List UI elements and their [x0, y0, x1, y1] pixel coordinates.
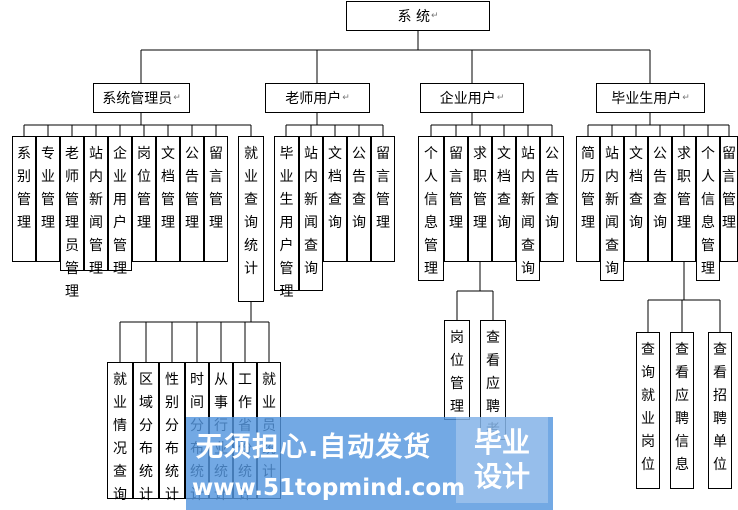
node-stats-item-label: 性别分布统计: [165, 372, 179, 503]
node-admin-item: 岗位管理: [132, 136, 156, 262]
node-enterprise-item: 文档查询: [492, 136, 516, 262]
node-teacher-item-label: 文档查询: [328, 146, 342, 231]
node-enterprise-user-label: 企业用户: [439, 91, 496, 107]
node-graduate-item-label: 站内新闻查询: [605, 146, 619, 277]
node-stats-item: 就业情况查询: [107, 362, 133, 503]
node-apply-item: 查看应聘信息: [670, 332, 694, 489]
node-admin-item-label: 企业用户管理: [113, 146, 127, 277]
node-admin-item: 文档管理: [156, 136, 180, 262]
node-stats-item-label: 区域分布统计: [139, 372, 153, 503]
watermark-logo: 毕业 设计: [456, 417, 548, 503]
node-stats-item: 性别分布统计: [159, 362, 185, 503]
node-enterprise-item: 公告查询: [540, 136, 564, 262]
node-teacher-item-label: 公告查询: [352, 146, 366, 231]
node-admin-item: 站内新闻管理: [84, 136, 108, 277]
watermark-logo-bottom: 设计: [473, 460, 530, 493]
node-apply-item-label: 查看应聘信息: [675, 342, 689, 473]
node-employment-stats: 就业查询统计: [238, 136, 264, 302]
node-teacher-user: 老师用户↵: [265, 83, 370, 113]
watermark-banner: 无须担心.自动发货 www.51topmind.com 毕业 设计: [186, 417, 553, 510]
watermark-logo-top: 毕业: [473, 426, 530, 459]
node-teacher-item: 毕业生用户管理: [274, 136, 299, 300]
node-admin-item-label: 留言管理: [209, 146, 223, 231]
node-admin-item: 留言管理: [204, 136, 228, 262]
node-graduate-item: 公告查询: [648, 136, 672, 262]
node-graduate-item: 简历管理: [576, 136, 600, 262]
node-graduate-item-label: 公告查询: [653, 146, 667, 231]
node-apply-item: 查看招聘单位: [708, 332, 732, 489]
node-stats-item: 区域分布统计: [133, 362, 159, 503]
watermark-url: www.51topmind.com: [192, 475, 466, 501]
node-graduate-item: 个人信息管理: [696, 136, 720, 281]
node-teacher-item: 留言管理: [371, 136, 395, 262]
node-apply-item-label: 查看招聘单位: [713, 342, 727, 473]
node-enterprise-user: 企业用户↵: [420, 83, 524, 113]
node-admin-item: 系别管理: [12, 136, 36, 262]
node-teacher-item-label: 毕业生用户管理: [279, 146, 294, 300]
node-root: 系 统↵: [346, 1, 490, 31]
node-graduate-item: 站内新闻查询: [600, 136, 624, 281]
watermark-slogan: 无须担心.自动发货: [196, 432, 432, 463]
node-teacher-item: 站内新闻查询: [299, 136, 323, 291]
node-admin-item-label: 专业管理: [41, 146, 55, 231]
node-root-label: 系 统: [397, 9, 430, 25]
node-admin-item: 老师管理员管理: [60, 136, 84, 300]
node-teacher-item-label: 站内新闻查询: [304, 146, 318, 277]
node-job-management-label: 求职管理: [473, 146, 487, 231]
node-job-item: 岗位管理: [444, 320, 470, 420]
node-teacher-item: 文档查询: [323, 136, 347, 262]
node-apply-item: 查询就业岗位: [636, 332, 660, 489]
node-job-item-label: 岗位管理: [450, 330, 464, 415]
node-admin-item: 公告管理: [180, 136, 204, 262]
node-enterprise-item-label: 文档查询: [497, 146, 511, 231]
node-admin-item: 企业用户管理: [108, 136, 132, 277]
node-admin-item-label: 站内新闻管理: [89, 146, 103, 277]
node-admin-item-label: 公告管理: [185, 146, 199, 231]
node-graduate-item-label: 个人信息管理: [701, 146, 715, 277]
node-employment-stats-label: 就业查询统计: [244, 146, 258, 277]
node-graduate-item-label: 文档查询: [629, 146, 643, 231]
node-admin-item-label: 文档管理: [161, 146, 175, 231]
node-stats-item-label: 就业情况查询: [113, 372, 127, 503]
node-admin-item-label: 系别管理: [17, 146, 31, 231]
node-graduate-item-label: 留言管理: [722, 146, 736, 231]
node-graduate-user: 毕业生用户↵: [596, 83, 705, 113]
node-enterprise-item: 留言管理: [444, 136, 468, 262]
node-enterprise-item: 个人信息管理: [418, 136, 444, 281]
node-graduate-user-label: 毕业生用户: [611, 91, 682, 107]
node-graduate-item-label: 简历管理: [581, 146, 595, 231]
node-teacher-user-label: 老师用户: [285, 91, 342, 107]
node-job-management: 求职管理: [468, 136, 492, 262]
node-enterprise-item-label: 个人信息管理: [424, 146, 438, 277]
node-graduate-item: 留言管理: [720, 136, 738, 262]
node-system-admin-label: 系统管理员: [102, 91, 173, 107]
node-teacher-item: 公告查询: [347, 136, 371, 262]
node-admin-item: 专业管理: [36, 136, 60, 262]
node-system-admin: 系统管理员↵: [93, 83, 190, 113]
node-enterprise-item-label: 留言管理: [449, 146, 463, 231]
node-apply-management-label: 求职管理: [677, 146, 691, 231]
node-enterprise-item: 站内新闻查询: [516, 136, 540, 281]
node-enterprise-item-label: 公告查询: [545, 146, 559, 231]
node-apply-item-label: 查询就业岗位: [641, 342, 655, 473]
node-enterprise-item-label: 站内新闻查询: [521, 146, 535, 277]
node-admin-item-label: 岗位管理: [137, 146, 151, 231]
node-apply-management: 求职管理: [672, 136, 696, 262]
node-graduate-item: 文档查询: [624, 136, 648, 262]
node-admin-item-label: 老师管理员管理: [65, 146, 79, 300]
node-teacher-item-label: 留言管理: [376, 146, 390, 231]
